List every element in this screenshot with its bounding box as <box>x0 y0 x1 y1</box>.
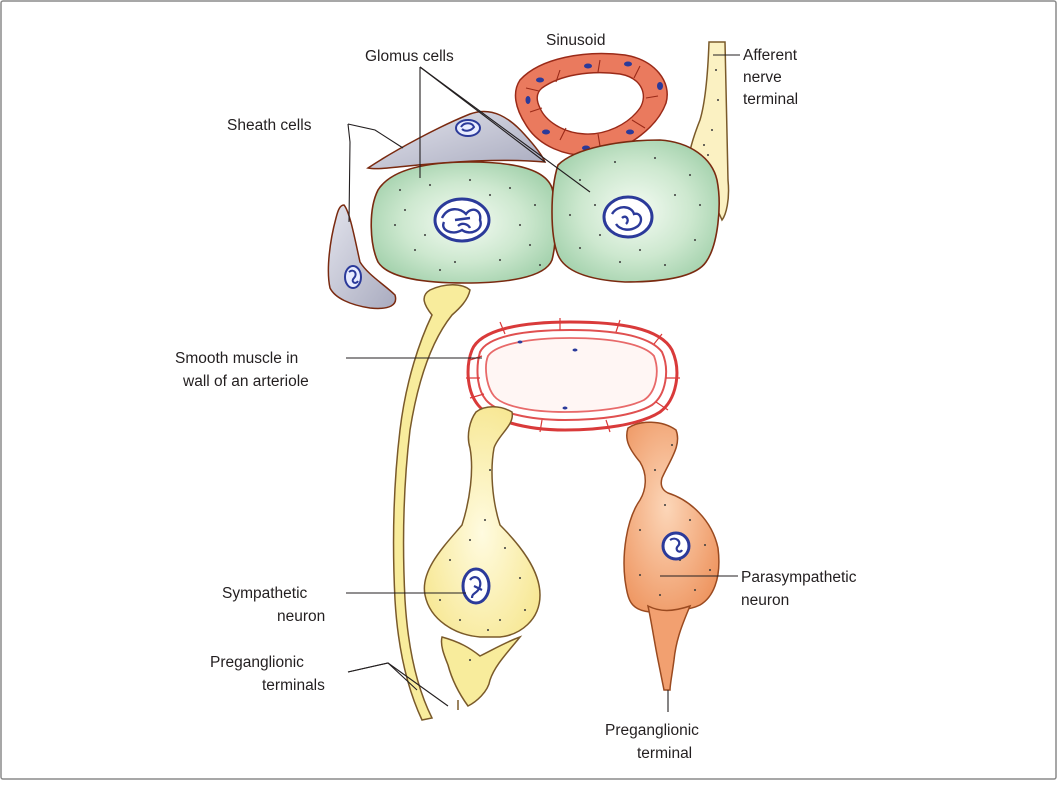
label-smooth-muscle-line2: wall of an arteriole <box>182 373 309 390</box>
label-preganglionic-terminals-line1: Preganglionic <box>210 654 304 671</box>
label-sinusoid: Sinusoid <box>546 32 605 49</box>
label-smooth-muscle-line1: Smooth muscle in <box>175 350 298 367</box>
label-preganglionic-terminal-line1: Preganglionic <box>605 722 699 739</box>
sympathetic-nucleus <box>463 569 489 603</box>
glomus-nucleus-right <box>604 197 652 237</box>
label-parasympathetic-line2: neuron <box>741 592 789 609</box>
sheath-nucleus-top <box>456 120 480 136</box>
glomus-nucleus-left <box>435 199 489 241</box>
label-preganglionic-terminal-line2: terminal <box>637 745 692 762</box>
label-sheath-cells: Sheath cells <box>227 117 312 134</box>
glomus-cell-right <box>552 140 719 282</box>
label-afferent-line3: terminal <box>743 91 798 108</box>
label-afferent-line2: nerve <box>743 69 782 86</box>
label-afferent-line1: Afferent <box>743 47 798 64</box>
sheath-nucleus-left <box>345 266 361 288</box>
glomus-cell-left <box>371 162 556 283</box>
label-sympathetic-line2: neuron <box>277 608 325 625</box>
label-preganglionic-terminals-line2: terminals <box>262 677 325 694</box>
label-glomus-cells: Glomus cells <box>365 48 454 65</box>
parasympathetic-nucleus <box>663 533 689 559</box>
label-sympathetic-line1: Sympathetic <box>222 585 308 602</box>
label-parasympathetic-line1: Parasympathetic <box>741 569 857 586</box>
